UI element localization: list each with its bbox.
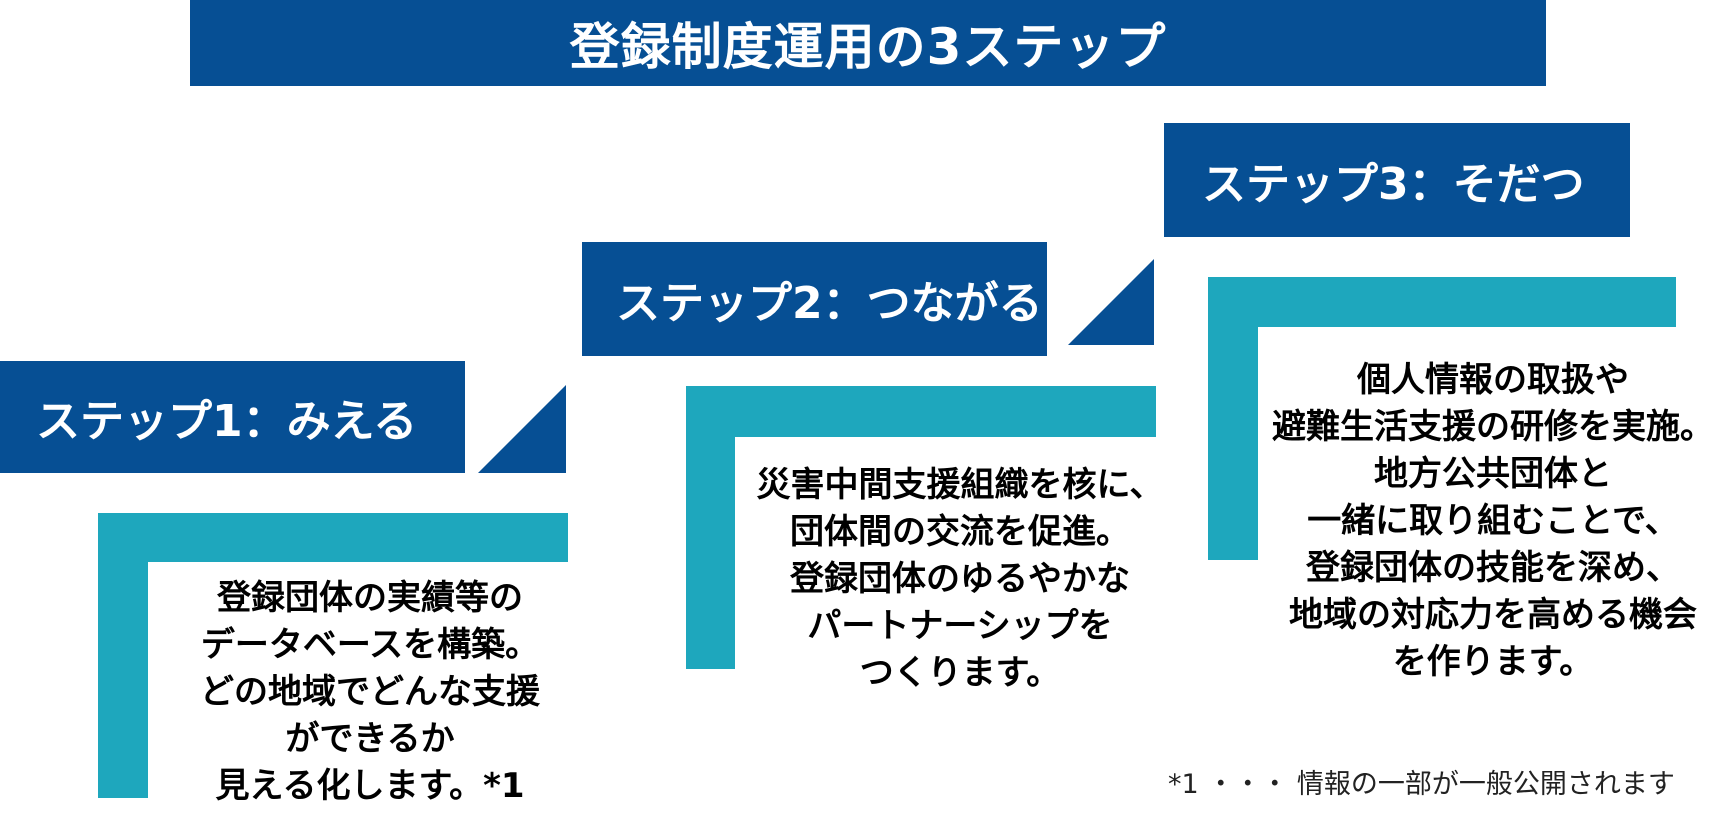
description-line: ができるか	[285, 719, 455, 759]
step-1-box: ステップ1：みえる	[0, 361, 465, 473]
description-line: データベースを構築。	[200, 625, 540, 665]
description-line: 地域の対応力を高める機会	[1289, 595, 1697, 635]
description-line: 一緒に取り組むことで、	[1307, 501, 1679, 541]
step-2-bracket	[686, 386, 1156, 669]
description-line: 個人情報の取扱や	[1357, 360, 1629, 400]
description-line: 登録団体のゆるやかな	[790, 559, 1130, 599]
footnote: *1 ・・・ 情報の一部が一般公開されます	[1168, 769, 1675, 800]
description-line: どの地域でどんな支援	[200, 672, 540, 712]
bracket-shape	[98, 513, 568, 798]
description-line: 団体間の交流を促進。	[790, 512, 1130, 552]
step-1-bracket	[98, 513, 568, 798]
description-line: 避難生活支援の研修を実施。	[1272, 407, 1714, 447]
step-1-label: ステップ1：みえる	[36, 396, 418, 447]
step-3-box: ステップ3：そだつ	[1164, 123, 1630, 237]
step-3-description: 個人情報の取扱や 避難生活支援の研修を実施。 地方公共団体と 一緒に取り組むこと…	[1252, 357, 1734, 686]
step-2-description: 災害中間支援組織を核に、 団体間の交流を促進。 登録団体のゆるやかな パートナー…	[735, 462, 1185, 697]
triangle-shape	[1068, 259, 1154, 345]
diagram-title: 登録制度運用の3ステップ	[569, 18, 1167, 76]
description-line: 地方公共団体と	[1374, 454, 1612, 494]
description-line: 見える化します。*1	[215, 766, 525, 806]
bracket-shape	[1208, 277, 1676, 560]
step-2-box: ステップ2：つながる	[582, 242, 1047, 356]
step-2-to-3-triangle-icon	[1068, 259, 1154, 345]
description-line: 登録団体の技能を深め、	[1306, 548, 1680, 588]
step-2-label: ステップ2：つながる	[616, 278, 1043, 329]
triangle-shape	[478, 385, 566, 473]
step-3-bracket	[1208, 277, 1676, 560]
description-line: を作ります。	[1392, 642, 1594, 682]
step-1-to-2-triangle-icon	[478, 385, 566, 473]
title-bar: 登録制度運用の3ステップ	[190, 0, 1546, 86]
description-line: 登録団体の実績等の	[217, 578, 523, 618]
description-line: パートナーシップを	[807, 606, 1113, 646]
step-1-description: 登録団体の実績等の データベースを構築。 どの地域でどんな支援 ができるか 見え…	[160, 575, 580, 810]
description-line: つくります。	[859, 653, 1061, 693]
bracket-shape	[686, 386, 1156, 669]
step-3-label: ステップ3：そだつ	[1202, 159, 1585, 210]
description-line: 災害中間支援組織を核に、	[756, 465, 1164, 505]
